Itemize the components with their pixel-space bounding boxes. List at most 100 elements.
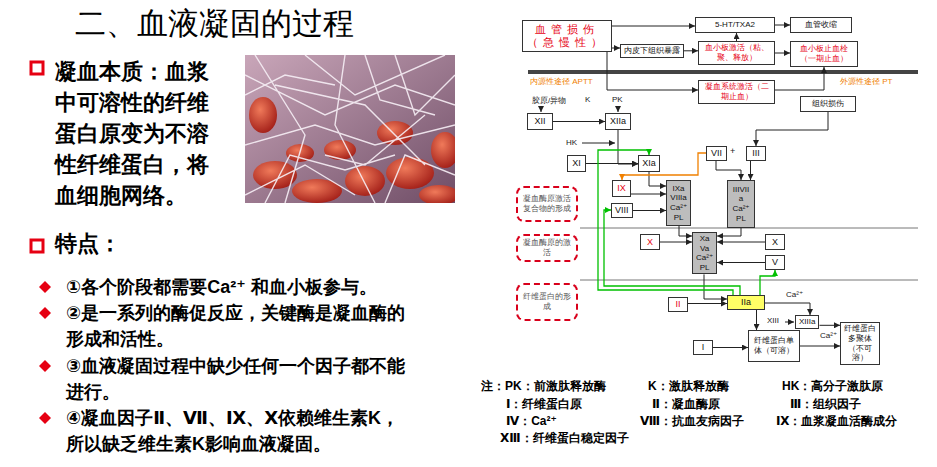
legend-note: Ⅷ：抗血友病因子 — [640, 413, 744, 430]
bullet-square — [31, 62, 43, 74]
connector-arrow — [633, 210, 667, 211]
connector-arrow — [775, 67, 824, 90]
connector-arrow — [750, 161, 751, 180]
connector-arrow — [586, 163, 638, 164]
connector-arrow — [760, 270, 775, 295]
node-text: 凝血酶原激活复合物的形成 — [521, 194, 573, 213]
process-box: XII — [527, 113, 553, 130]
connector-arrow — [713, 347, 748, 348]
connector-arrow — [717, 228, 741, 236]
legend-note: Ⅳ：Ca²⁺ — [506, 413, 557, 430]
section-heading: 特点： — [55, 228, 121, 259]
legend-note: 注：PK：前激肽释放酶 — [481, 378, 606, 395]
leader-arrow — [582, 143, 615, 144]
process-box: XIIa — [605, 113, 631, 130]
legend-note: HK：高分子激肽原 — [782, 378, 883, 395]
node-text: V — [772, 257, 778, 268]
red-cell — [345, 166, 385, 196]
connector-arrow — [717, 242, 765, 243]
connector-arrow — [553, 121, 605, 122]
process-box: 组织损伤 — [800, 96, 856, 112]
legend-note: ⅩⅢ：纤维蛋白稳定因子 — [500, 430, 629, 447]
cofactor-label: Ca²⁺ — [820, 331, 837, 340]
pathway-label: 外源性途径 PT — [840, 76, 892, 87]
connector-arrow — [679, 226, 692, 236]
connector-arrow — [607, 52, 698, 90]
red-cell — [419, 185, 455, 203]
process-box: 5-HT/TXA2 — [695, 17, 775, 33]
connector-arrow — [800, 346, 840, 347]
bullet-diamond — [39, 412, 51, 424]
node-text: 凝血系统激活（二期止血） — [702, 82, 771, 101]
red-cell — [377, 121, 413, 145]
leader-arrow — [785, 322, 794, 323]
connector-arrow — [756, 112, 828, 146]
node-text: 内皮下组织暴露 — [624, 46, 680, 56]
connector-arrow — [775, 25, 790, 26]
node-text: 纤维蛋白的形成 — [521, 292, 573, 311]
factor-label: 胶原/异物 — [532, 95, 566, 106]
node-text: 纤维蛋白单体（可溶） — [752, 336, 796, 355]
connector-arrow — [684, 50, 698, 51]
connector-arrow — [756, 310, 757, 330]
bullet-square — [31, 240, 43, 252]
factor-label: XIII — [767, 316, 779, 325]
slide-title: 二、血液凝固的过程 — [75, 6, 354, 42]
process-box: XI — [567, 155, 586, 172]
node-text: XII — [534, 116, 545, 127]
connector-arrow — [736, 33, 737, 41]
node-text: VIII — [615, 205, 629, 216]
process-box: XIIIa — [795, 315, 819, 329]
process-box: VIII — [611, 203, 633, 218]
connector-arrow — [820, 325, 841, 326]
bullet-diamond — [39, 307, 51, 319]
factor-label: K — [585, 95, 590, 104]
node-text: XIa — [642, 158, 656, 169]
process-box: 血小板激活（粘、聚、释放） — [698, 41, 775, 65]
process-box: I — [693, 340, 713, 355]
leader-arrow — [618, 106, 619, 112]
node-text: 血管损伤（急慢性） — [526, 23, 608, 49]
connector-arrow — [716, 161, 741, 180]
process-box: III — [746, 146, 766, 161]
connector-arrow — [622, 153, 706, 180]
fibrin-fibers — [245, 55, 455, 203]
connector-arrow — [688, 303, 727, 304]
connector-arrow — [660, 242, 692, 243]
process-box: IXa VIIIa Ca²⁺ PL — [666, 180, 691, 226]
process-box: V — [765, 255, 785, 270]
connector-arrow — [631, 194, 666, 195]
node-text: II — [675, 299, 680, 310]
node-text: 血管收缩 — [805, 20, 837, 30]
node-text: VII — [711, 148, 722, 159]
bullet-diamond — [39, 281, 51, 293]
connector-arrow — [618, 130, 638, 164]
connector-arrow — [612, 48, 620, 49]
node-text: III — [752, 148, 760, 159]
node-text: X — [647, 237, 653, 248]
factor-label: PK — [612, 95, 623, 104]
process-box: II — [668, 297, 688, 312]
process-box: IIIVII a Ca²⁺ PL — [727, 180, 755, 228]
node-text: X — [772, 237, 778, 248]
process-box: Xa Va Ca²⁺ PL — [692, 232, 717, 274]
stage-region: 凝血酶原的激活 — [516, 234, 578, 262]
connector-arrow — [612, 26, 695, 27]
node-text: 凝血酶原的激活 — [521, 238, 573, 257]
process-box: 凝血系统激活（二期止血） — [698, 80, 775, 104]
bullet-text: ①各个阶段都需要Ca²⁺ 和血小板参与。 — [66, 274, 411, 300]
node-text: XIIIa — [799, 317, 815, 327]
definition-text: 凝血本质：血浆中可溶性的纤维蛋白原变为不溶性纤维蛋白，将血细胞网络。 — [55, 56, 213, 211]
node-text: IXa VIIIa Ca²⁺ PL — [670, 184, 687, 222]
node-text: I — [702, 342, 705, 353]
bullet-text: ③血液凝固过程中缺少任何一个因子都不能进行。 — [66, 353, 411, 405]
node-text: IX — [617, 183, 626, 194]
process-box: 内皮下组织暴露 — [620, 44, 684, 58]
bullet-diamond — [39, 360, 51, 372]
connector-arrow — [775, 53, 790, 54]
pathway-label: 内源性途径 APTT — [530, 76, 593, 87]
process-box: 纤维蛋白多聚体（不可溶） — [840, 322, 880, 365]
factor-label: HK — [566, 138, 577, 147]
legend-note: Ⅱ：凝血酶原 — [652, 396, 720, 413]
